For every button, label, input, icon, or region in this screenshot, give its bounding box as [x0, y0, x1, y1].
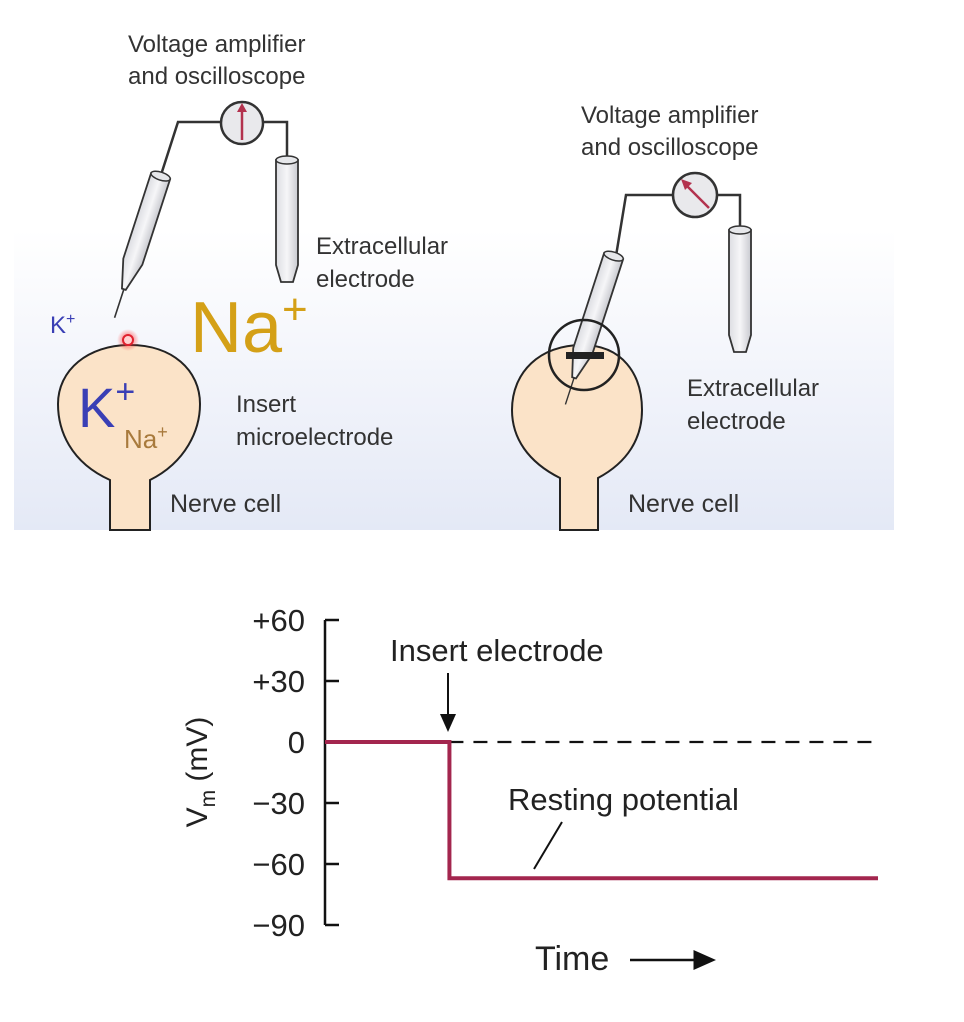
y-tick-label: +60 — [252, 603, 305, 638]
y-tick-label: −90 — [252, 908, 305, 943]
annotation-resting-potential: Resting potential — [508, 782, 739, 817]
right-amplifier-label-line1: Voltage amplifier — [581, 102, 758, 129]
insert-label-line1: Insert — [236, 391, 296, 418]
outside-potassium-label: K+ — [50, 311, 75, 339]
left-wire — [158, 120, 222, 179]
left-extracellular-label-line1: Extracellular — [316, 233, 448, 260]
y-tick-label: 0 — [288, 725, 305, 760]
y-tick-label: +30 — [252, 664, 305, 699]
left-microelectrode — [113, 170, 172, 319]
left-amplifier-label-line2: and oscilloscope — [128, 63, 305, 90]
membrane-potential-chart: Vm (mV) Insert electrode Resting potenti… — [181, 603, 878, 978]
annotation-resting-pointer — [533, 821, 563, 870]
inside-potassium-label: K+ — [78, 373, 135, 439]
y-axis-label: Vm (mV) — [181, 717, 220, 828]
right-extracellular-electrode — [728, 225, 752, 353]
left-panel: Voltage amplifier and oscilloscope Extra… — [50, 31, 448, 531]
left-extracellular-label-line2: electrode — [316, 266, 415, 293]
left-cell-label: Nerve cell — [170, 490, 281, 518]
right-extracellular-label-line2: electrode — [687, 408, 786, 435]
insert-label-line2: microelectrode — [236, 424, 393, 451]
right-microelectrode — [564, 250, 625, 405]
minus-sign-icon — [566, 352, 604, 359]
right-extracellular-label-line1: Extracellular — [687, 375, 819, 402]
right-wire — [614, 193, 672, 257]
negative-charge-circle — [547, 318, 621, 392]
left-extracellular-electrode — [275, 155, 299, 283]
right-meter-icon — [671, 171, 719, 219]
membrane-potential-trace — [325, 740, 878, 881]
x-axis-label: Time — [535, 940, 609, 978]
inside-sodium-label: Na+ — [124, 422, 168, 454]
left-amplifier-label-line1: Voltage amplifier — [128, 31, 305, 58]
y-tick-label: −60 — [252, 847, 305, 882]
annotation-insert-electrode: Insert electrode — [390, 633, 604, 668]
left-wire-right — [262, 120, 289, 158]
right-cell-label: Nerve cell — [628, 490, 739, 518]
right-panel: Voltage amplifier and oscilloscope Extra… — [510, 102, 819, 531]
y-tick-label: −30 — [252, 786, 305, 821]
right-amplifier-label-line2: and oscilloscope — [581, 134, 758, 161]
outside-sodium-label: Na+ — [190, 285, 308, 368]
left-meter-icon — [219, 100, 265, 146]
electrode-contact-point — [122, 334, 134, 346]
right-wire-right — [718, 193, 742, 228]
